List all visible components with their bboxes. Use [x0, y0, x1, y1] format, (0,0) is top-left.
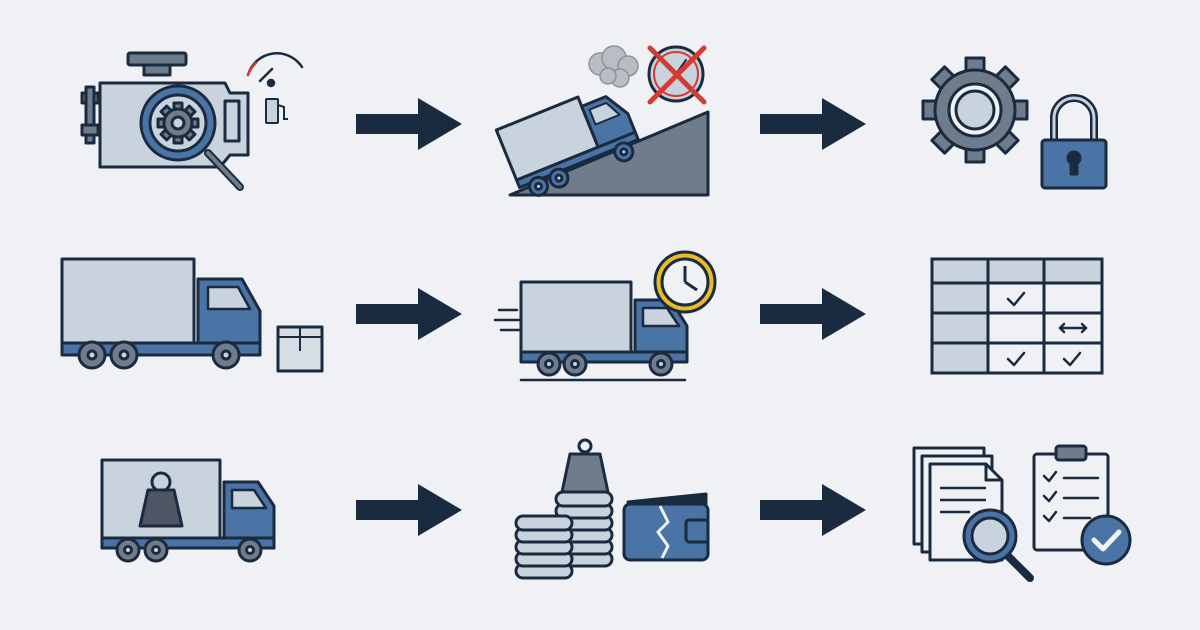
- cost-coins-wallet-icon: [510, 436, 720, 586]
- gear-lock-icon: [920, 50, 1120, 195]
- checklist-grid-icon: [928, 255, 1108, 377]
- box-truck-parcel-icon: [58, 255, 333, 380]
- arrow-right-icon: [356, 288, 464, 344]
- arrow-right-icon: [760, 484, 868, 540]
- arrow-right-icon: [760, 288, 868, 344]
- engine-inspection-icon: [70, 45, 310, 205]
- arrow-right-icon: [356, 98, 464, 154]
- heavy-load-truck-icon: [98, 456, 288, 571]
- document-review-approval-icon: [910, 440, 1145, 585]
- arrow-right-icon: [356, 484, 464, 540]
- arrow-right-icon: [760, 98, 868, 154]
- fast-truck-clock-icon: [493, 248, 725, 383]
- truck-uphill-smoke-icon: [494, 40, 730, 205]
